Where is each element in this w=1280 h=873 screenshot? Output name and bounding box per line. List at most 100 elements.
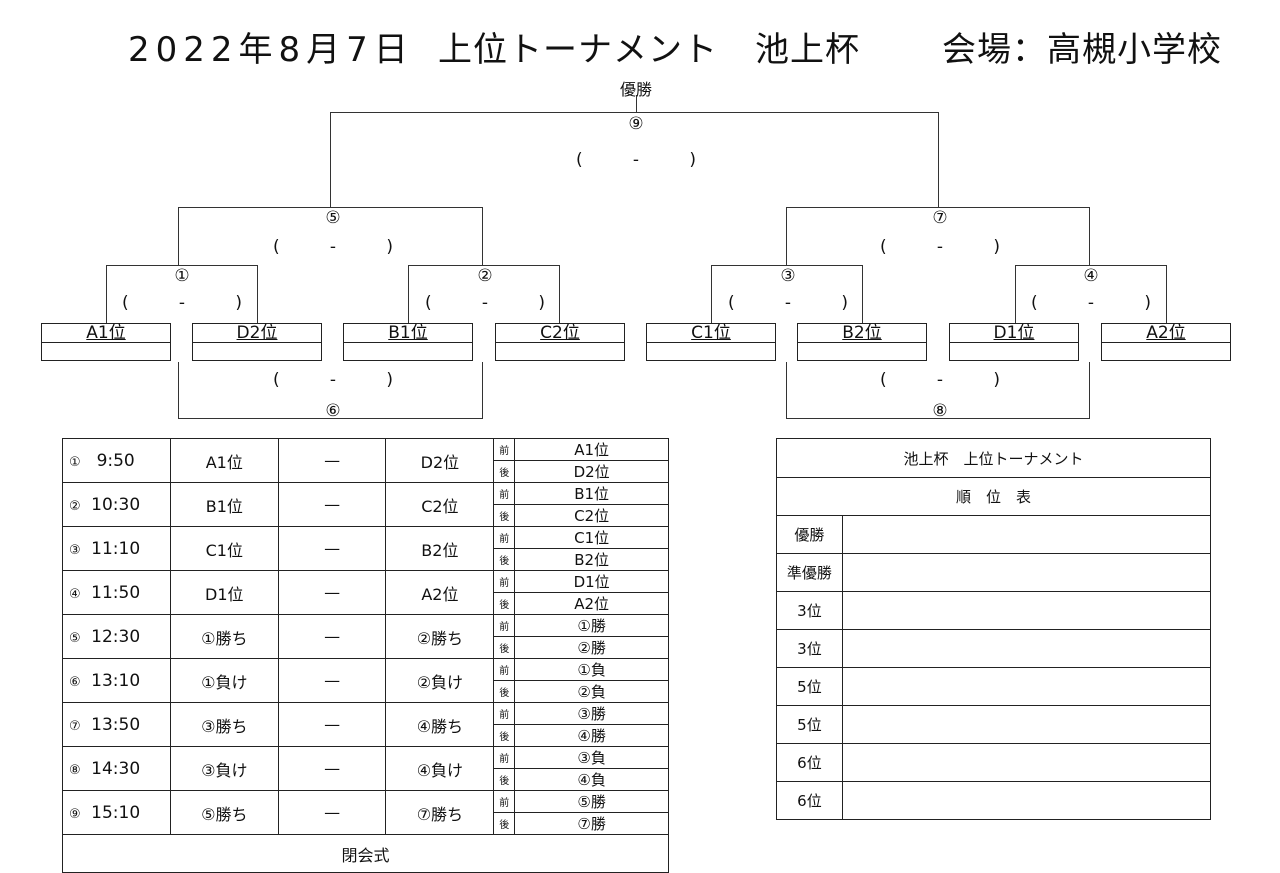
match-2-score: (-) bbox=[425, 293, 545, 313]
away-team: A2位 bbox=[385, 570, 495, 615]
place-label: 5位 bbox=[776, 667, 843, 706]
half-label: 後 bbox=[493, 548, 516, 571]
vs-dash: — bbox=[277, 482, 387, 527]
half-label: 前 bbox=[493, 746, 516, 769]
ranking-row: 6位 bbox=[776, 781, 1212, 820]
title-venue: 会場：高槻小学校 bbox=[942, 30, 1222, 70]
match-number: ⑧ bbox=[69, 762, 81, 778]
match-time: 15:10 bbox=[91, 802, 141, 823]
place-label: 3位 bbox=[776, 629, 843, 668]
match-time: 11:10 bbox=[91, 538, 141, 559]
place-entry[interactable] bbox=[841, 781, 1212, 820]
title-cup: 池上杯 bbox=[755, 30, 860, 70]
place-entry[interactable] bbox=[841, 629, 1212, 668]
second-half-team: ②負 bbox=[514, 680, 669, 703]
first-half-team: ③負 bbox=[514, 746, 669, 769]
half-label: 前 bbox=[493, 570, 516, 593]
half-label: 後 bbox=[493, 460, 516, 483]
away-team: ⑦勝ち bbox=[385, 790, 495, 835]
half-label: 後 bbox=[493, 592, 516, 615]
place-entry[interactable] bbox=[841, 705, 1212, 744]
away-team: ④勝ち bbox=[385, 702, 495, 747]
half-label: 後 bbox=[493, 768, 516, 791]
team-box: A2位 bbox=[1101, 323, 1231, 361]
team-box: D2位 bbox=[192, 323, 322, 361]
title-tournament: 上位トーナメント bbox=[438, 30, 718, 70]
away-team: ②勝ち bbox=[385, 614, 495, 659]
second-half-team: ④負 bbox=[514, 768, 669, 791]
away-team: ④負け bbox=[385, 746, 495, 791]
first-half-team: ①勝 bbox=[514, 614, 669, 637]
half-label: 前 bbox=[493, 614, 516, 637]
team-box: A1位 bbox=[41, 323, 171, 361]
title-date: 2022年8月7日 bbox=[128, 30, 414, 70]
match-6-number: ⑥ bbox=[325, 401, 341, 421]
place-label: 優勝 bbox=[776, 515, 843, 554]
match-number: ③ bbox=[69, 542, 81, 558]
match-time: 9:50 bbox=[96, 450, 135, 471]
closing-ceremony: 閉会式 bbox=[62, 834, 669, 873]
place-entry[interactable] bbox=[841, 743, 1212, 782]
home-team: ③負け bbox=[169, 746, 279, 791]
match-3-number: ③ bbox=[780, 266, 796, 286]
away-team: B2位 bbox=[385, 526, 495, 571]
place-label: 準優勝 bbox=[776, 553, 843, 592]
half-label: 前 bbox=[493, 438, 516, 461]
away-team: D2位 bbox=[385, 438, 495, 483]
match-number: ② bbox=[69, 498, 81, 514]
ranking-subtitle: 順 位 表 bbox=[776, 477, 1211, 516]
vs-dash: — bbox=[277, 614, 387, 659]
half-label: 後 bbox=[493, 680, 516, 703]
first-half-team: D1位 bbox=[514, 570, 669, 593]
match-time: 12:30 bbox=[91, 626, 141, 647]
match-7-number: ⑦ bbox=[932, 208, 948, 228]
first-half-team: ⑤勝 bbox=[514, 790, 669, 813]
vs-dash: — bbox=[277, 570, 387, 615]
place-entry[interactable] bbox=[841, 591, 1212, 630]
place-label: 6位 bbox=[776, 781, 843, 820]
match-6-score: (-) bbox=[273, 370, 393, 390]
place-entry[interactable] bbox=[841, 515, 1212, 554]
place-label: 6位 bbox=[776, 743, 843, 782]
half-label: 後 bbox=[493, 812, 516, 835]
match-8-score: (-) bbox=[880, 370, 1000, 390]
place-entry[interactable] bbox=[841, 553, 1212, 592]
match-number: ④ bbox=[69, 586, 81, 602]
ranking-row: 3位 bbox=[776, 629, 1212, 668]
vs-dash: — bbox=[277, 746, 387, 791]
match-1-score: (-) bbox=[122, 293, 242, 313]
match-time: 11:50 bbox=[91, 582, 141, 603]
match-time: 13:10 bbox=[91, 670, 141, 691]
second-half-team: A2位 bbox=[514, 592, 669, 615]
home-team: ①負け bbox=[169, 658, 279, 703]
match-4-number: ④ bbox=[1083, 266, 1099, 286]
place-entry[interactable] bbox=[841, 667, 1212, 706]
home-team: A1位 bbox=[169, 438, 279, 483]
home-team: C1位 bbox=[169, 526, 279, 571]
match-2-number: ② bbox=[477, 266, 493, 286]
match-7-score: (-) bbox=[880, 237, 1000, 257]
ranking-title: 池上杯 上位トーナメント bbox=[776, 438, 1211, 478]
home-team: B1位 bbox=[169, 482, 279, 527]
first-half-team: C1位 bbox=[514, 526, 669, 549]
half-label: 前 bbox=[493, 702, 516, 725]
ranking-row: 優勝 bbox=[776, 515, 1212, 554]
match-number: ⑤ bbox=[69, 630, 81, 646]
half-label: 前 bbox=[493, 482, 516, 505]
home-team: ③勝ち bbox=[169, 702, 279, 747]
match-9-score: (-) bbox=[576, 150, 696, 170]
champion-label: 優勝 bbox=[619, 80, 652, 99]
vs-dash: — bbox=[277, 526, 387, 571]
ranking-row: 3位 bbox=[776, 591, 1212, 630]
half-label: 前 bbox=[493, 790, 516, 813]
ranking-row: 5位 bbox=[776, 667, 1212, 706]
second-half-team: C2位 bbox=[514, 504, 669, 527]
home-team: D1位 bbox=[169, 570, 279, 615]
